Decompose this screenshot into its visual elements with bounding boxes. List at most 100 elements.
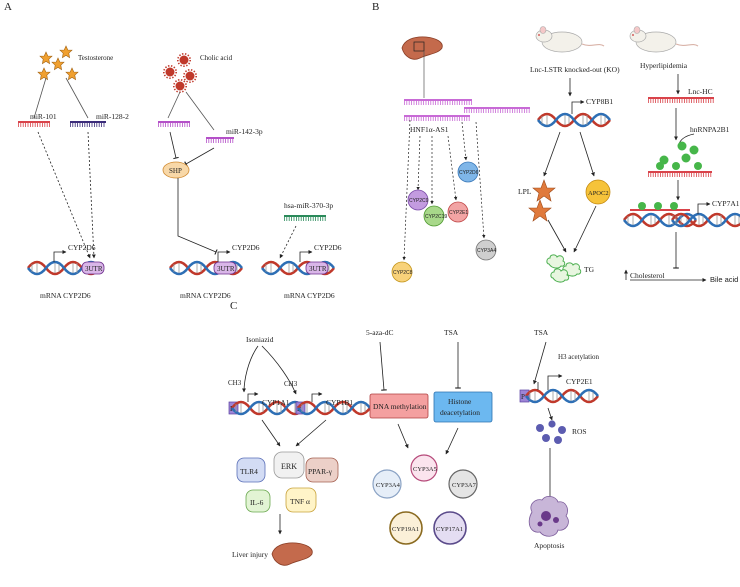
lncrna-strands xyxy=(404,99,530,121)
dna-methylation-label: DNA methylation xyxy=(373,402,427,411)
utr-label-a1: 3UTR xyxy=(85,265,103,273)
lnc-lstr-ko-label: Lnc-LSTR knocked-out (KO) xyxy=(530,65,620,74)
dna-helix-b1 xyxy=(536,112,612,128)
utr-box-a1 xyxy=(81,261,105,275)
tnf-alpha-node xyxy=(285,487,317,513)
cyp1b1-label: CYP1B1 xyxy=(326,398,353,407)
tsa-label-2: TSA xyxy=(534,328,549,337)
cyp2c9-circle-label: CYP2C9 xyxy=(409,198,429,204)
cyp2d6-gene-a2: CYP2D6 xyxy=(232,243,260,252)
ppar-gamma-label: PPAR-γ xyxy=(308,467,333,476)
lnc-hc-label: Lnc-HC xyxy=(688,87,713,96)
mrna-label-a2: mRNA CYP2D6 xyxy=(180,291,231,300)
cyp19a1-circle-c xyxy=(389,511,423,545)
ch3-label-left: CH3 xyxy=(228,379,242,387)
cyp2c9-circle xyxy=(407,189,429,211)
cyp3a7-label-c: CYP3A7 xyxy=(452,482,477,489)
panel-a-label: A xyxy=(4,1,12,13)
cyp8b1-label: CYP8B1 xyxy=(586,97,613,106)
cholic-acid-label: Cholic acid xyxy=(200,54,233,62)
panel-c-label: C xyxy=(230,300,237,312)
cyp2d6-circle xyxy=(457,161,479,183)
cyp2c8-circle-label: CYP2C8 xyxy=(393,270,413,276)
utr-label-a2: 3UTR xyxy=(217,265,235,273)
cyp3a4-circle-label: CYP3A4 xyxy=(477,248,496,254)
il6-node xyxy=(245,489,271,513)
5-aza-dc-label: 5-aza-dC xyxy=(366,328,393,337)
hsa-mir-370-3p-strand xyxy=(284,215,326,221)
hnrnpa2b1-dots xyxy=(659,141,699,165)
cyp1a1-label: CYP1A1 xyxy=(262,398,290,407)
liver-injury-label: Liver injury xyxy=(232,550,268,559)
cyp3a5-label-c: CYP3A5 xyxy=(413,466,437,473)
erk-label: ERK xyxy=(281,462,297,471)
lpl-label: LPL xyxy=(518,187,532,196)
tg-clouds xyxy=(546,254,582,283)
shp-node xyxy=(162,161,190,179)
cyp2e1-label-c: CYP2E1 xyxy=(566,377,593,386)
tlr4-label: TLR4 xyxy=(240,467,258,476)
ch3-label-right: CH3 xyxy=(284,380,298,388)
hsa-mir-370-3p-label: hsa-miR-370-3p xyxy=(284,201,333,210)
p-label-tsa: P xyxy=(521,393,525,401)
apoc2-label: APOC2 xyxy=(588,190,609,197)
hnf-arrows xyxy=(402,119,486,261)
mir-precursor-c xyxy=(158,121,190,127)
bile-acid-label: Bile acid xyxy=(710,275,738,284)
methyl-p-box-tsa xyxy=(519,389,530,403)
ros-label: ROS xyxy=(572,427,587,436)
histone-deacetylation-box xyxy=(433,391,493,423)
liver-zoom-box xyxy=(413,41,425,52)
liver-icon-b xyxy=(401,36,443,60)
cyp2d6-circle-label: CYP2D6 xyxy=(459,170,479,176)
cyp3a4-circle-c xyxy=(372,469,402,499)
mir-101-strand xyxy=(18,121,50,127)
cyp17a1-circle-c xyxy=(433,511,467,545)
hnf1a-as1-label: HNF1α-AS1 xyxy=(410,125,449,134)
cholesterol-label: Cholesterol xyxy=(630,271,665,280)
cyp19a1-label-c: CYP19A1 xyxy=(392,526,419,533)
utr-box-a2 xyxy=(213,261,237,275)
mouse-ko-icon xyxy=(535,25,605,53)
dna-helix-c3 xyxy=(524,388,600,404)
lpl-stars xyxy=(528,179,556,222)
mir-128-2-strand xyxy=(70,121,106,127)
cyp3a5-circle-c xyxy=(410,454,438,482)
mrna-label-a3: mRNA CYP2D6 xyxy=(284,291,335,300)
shp-label: SHP xyxy=(169,167,182,175)
panel-b-label: B xyxy=(372,1,379,13)
ppar-gamma-node xyxy=(305,457,339,483)
cyp17a1-label-c: CYP17A1 xyxy=(436,526,463,533)
lnc-hc-strand xyxy=(648,97,714,103)
methyl-p-box-right xyxy=(295,401,306,415)
mir-142-3p-strand xyxy=(206,137,234,143)
tnf-alpha-label: TNF α xyxy=(290,497,310,506)
mir-128-2-label: miR-128-2 xyxy=(96,112,129,121)
testosterone-label: Testosterone xyxy=(78,54,113,62)
cyp3a4-label-c: CYP3A4 xyxy=(376,482,401,489)
cyp2c19-circle xyxy=(423,205,445,227)
histone-label-line2: deacetylation xyxy=(440,408,480,417)
lnc-hc-bound-strand xyxy=(648,171,712,177)
apoc2-circle xyxy=(585,179,611,205)
liver-injury-icon xyxy=(271,542,313,566)
cyp2c8-circle xyxy=(391,261,413,283)
cyp3a7-circle-c xyxy=(448,469,478,499)
testosterone-stars xyxy=(37,45,79,80)
cyp7a1-label: CYP7A1 xyxy=(712,199,740,208)
apoptotic-cell-icon xyxy=(528,496,569,537)
isoniazid-label: Isoniazid xyxy=(246,335,274,344)
cyp2d6-gene-a3: CYP2D6 xyxy=(314,243,342,252)
histone-label-line1: Histone xyxy=(448,397,472,406)
mrna-label-a1: mRNA CYP2D6 xyxy=(40,291,91,300)
erk-node xyxy=(273,451,305,479)
dna-methylation-box xyxy=(369,393,429,419)
utr-label-a3: 3UTR xyxy=(309,265,327,273)
tlr4-node xyxy=(236,457,266,483)
cyp2c19-circle-label: CYP2C19 xyxy=(425,214,447,220)
cholic-acid-particles xyxy=(163,52,197,93)
mir-101-label: miR-101 xyxy=(30,112,57,121)
ros-dots xyxy=(536,420,566,444)
mir-142-3p-label: miR-142-3p xyxy=(226,127,263,136)
